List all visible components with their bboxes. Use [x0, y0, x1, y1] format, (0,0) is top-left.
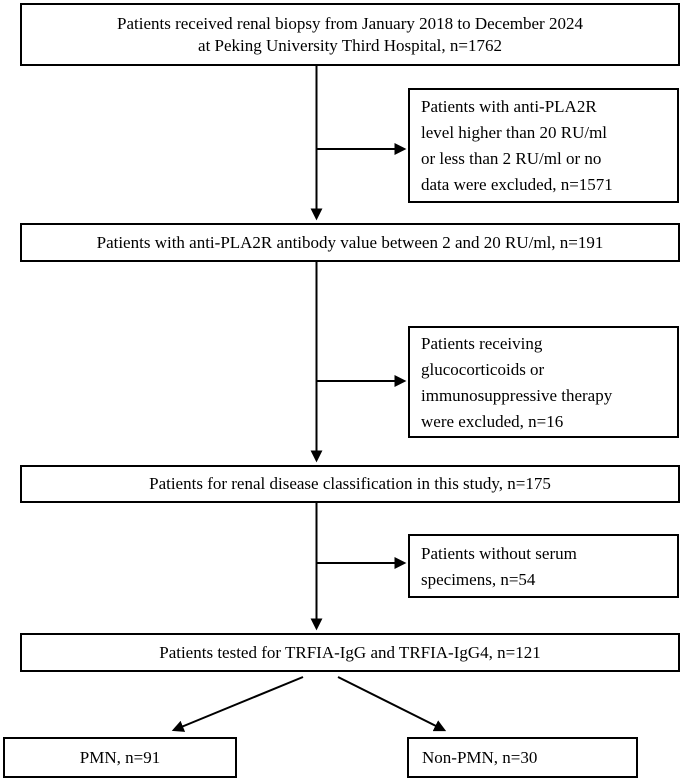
- box-exclusion-pla2r-level: Patients with anti-PLA2R level higher th…: [408, 88, 679, 203]
- exclusion-pla2r-line2: level higher than 20 RU/ml: [421, 123, 608, 142]
- exclusion-therapy-line3: immunosuppressive therapy: [421, 386, 613, 405]
- exclusion-therapy-line1: Patients receiving: [421, 334, 543, 353]
- box-exclusion-therapy: Patients receiving glucocorticoids or im…: [408, 326, 679, 438]
- box-antibody-range-text: Patients with anti-PLA2R antibody value …: [96, 232, 604, 252]
- arrow-trfia-to-pmn: [171, 676, 304, 732]
- box-trfia-tested: Patients tested for TRFIA-IgG and TRFIA-…: [20, 633, 680, 672]
- box-classification: Patients for renal disease classificatio…: [20, 465, 680, 503]
- box-exclusion-serum: Patients without serum specimens, n=54: [408, 534, 679, 598]
- arrow-trfia-to-nonpmn: [337, 676, 447, 732]
- box-pmn: PMN, n=91: [3, 737, 237, 778]
- exclusion-therapy-line2: glucocorticoids or: [421, 360, 545, 379]
- exclusion-therapy-line4: were excluded, n=16: [421, 412, 564, 431]
- box-renal-biopsy-line2: at Peking University Third Hospital, n=1…: [198, 35, 502, 55]
- exclusion-serum-line2: specimens, n=54: [421, 570, 536, 589]
- box-non-pmn: Non-PMN, n=30: [407, 737, 638, 778]
- exclusion-pla2r-line3: or less than 2 RU/ml or no: [421, 149, 602, 168]
- exclusion-pla2r-line1: Patients with anti-PLA2R: [421, 97, 597, 116]
- box-trfia-tested-text: Patients tested for TRFIA-IgG and TRFIA-…: [159, 642, 541, 662]
- box-renal-biopsy: Patients received renal biopsy from Janu…: [20, 3, 680, 66]
- exclusion-serum-line1: Patients without serum: [421, 544, 577, 563]
- box-antibody-range: Patients with anti-PLA2R antibody value …: [20, 223, 680, 262]
- box-renal-biopsy-line1: Patients received renal biopsy from Janu…: [117, 13, 583, 33]
- box-classification-text: Patients for renal disease classificatio…: [149, 474, 551, 493]
- exclusion-pla2r-line4: data were excluded, n=1571: [421, 175, 613, 194]
- box-pmn-text: PMN, n=91: [79, 747, 161, 767]
- box-non-pmn-text: Non-PMN, n=30: [422, 747, 538, 767]
